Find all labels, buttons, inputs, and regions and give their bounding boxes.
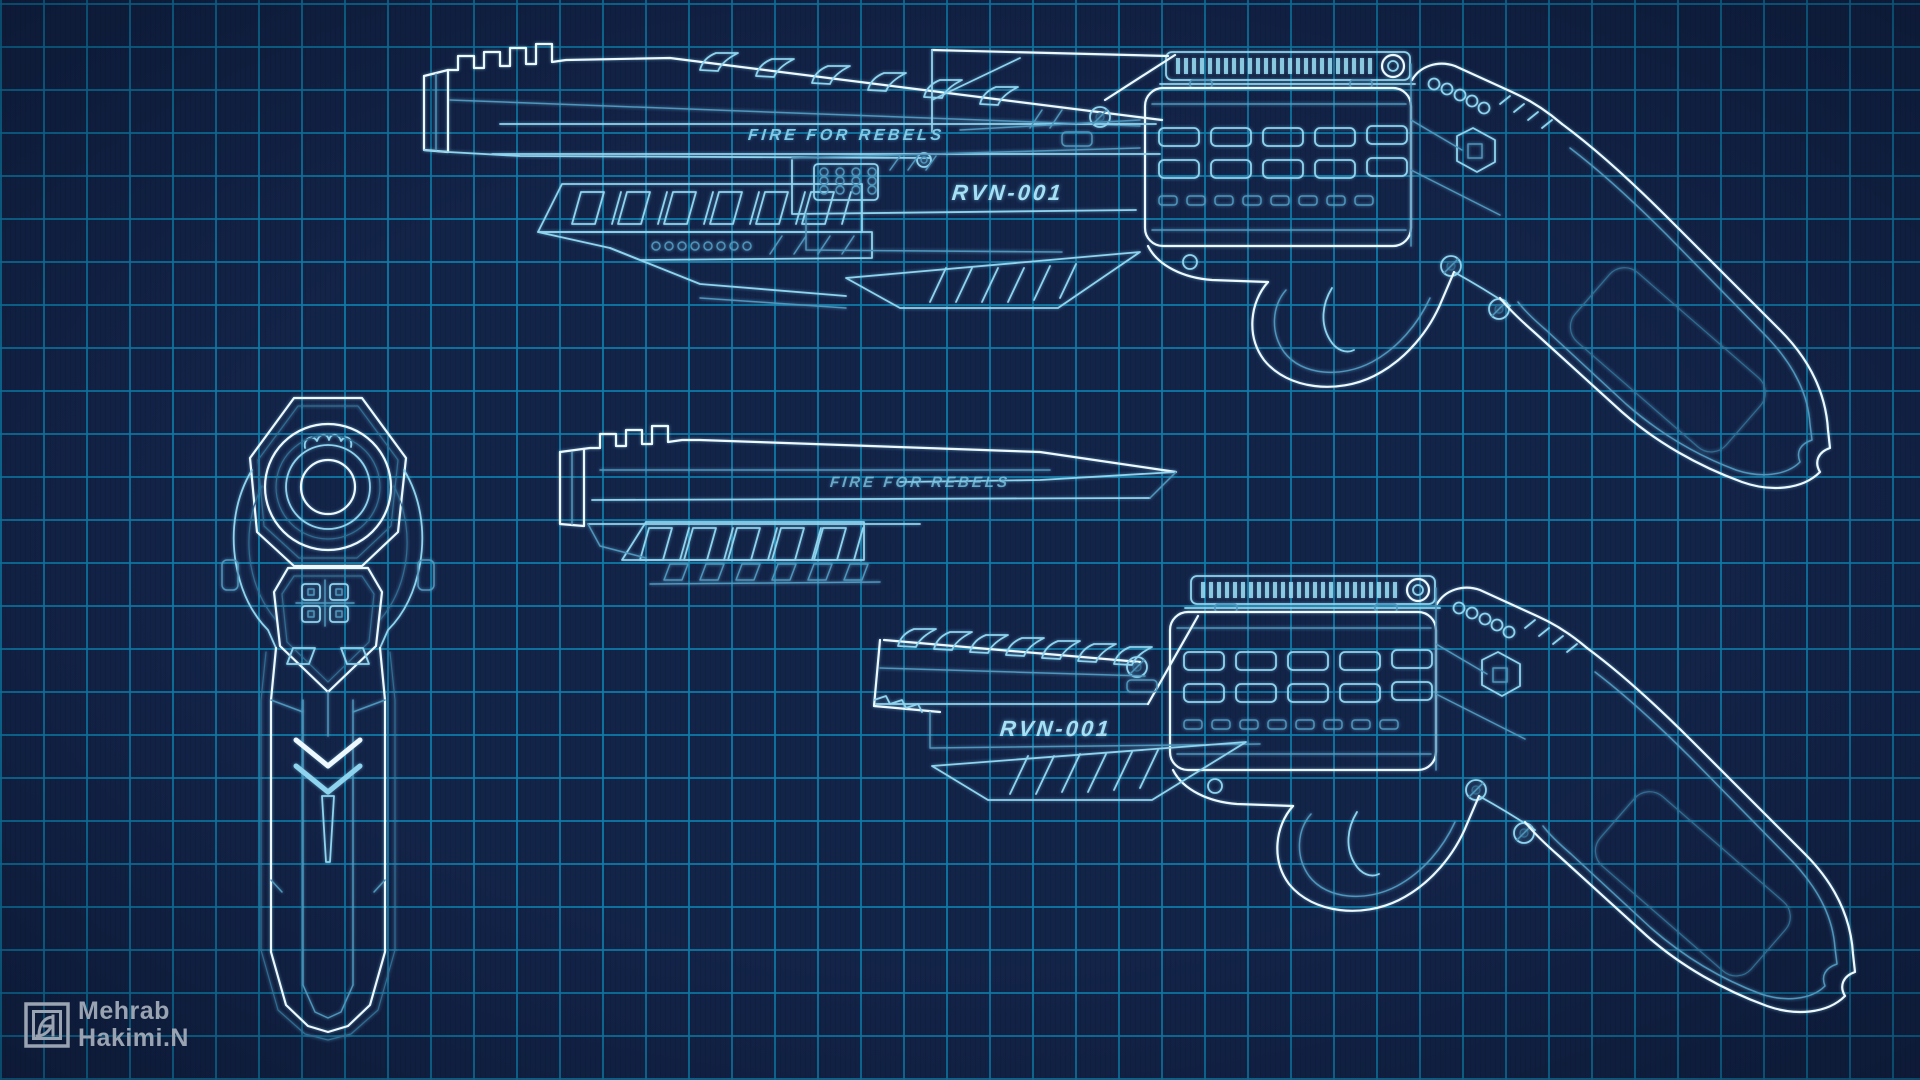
artist-signature: Mehrab Hakimi.N — [24, 998, 189, 1051]
gun-side-view-assembled — [422, 42, 1830, 488]
gun-front-view — [221, 396, 435, 1041]
front-shroud — [872, 614, 1200, 714]
under-receiver — [791, 147, 1141, 309]
grip-column — [260, 646, 396, 1041]
barrel-shroud — [537, 183, 873, 309]
mh-monogram-logo-icon — [24, 1001, 70, 1048]
under-receiver-stripped — [929, 711, 1261, 801]
receiver — [916, 48, 1177, 168]
artist-name-line2: Hakimi.N — [78, 1023, 189, 1052]
barrel-assembly-view — [558, 424, 1178, 585]
muzzle-rings — [263, 422, 393, 552]
revolver-rear-bottom — [1170, 576, 1855, 1012]
revolver-rear-top — [1145, 52, 1830, 488]
grip-shield-panel — [272, 566, 384, 694]
gun-side-view-stripped — [872, 576, 1855, 1012]
artist-name-line1: Mehrab — [78, 997, 170, 1025]
barrel-top — [422, 42, 1164, 159]
